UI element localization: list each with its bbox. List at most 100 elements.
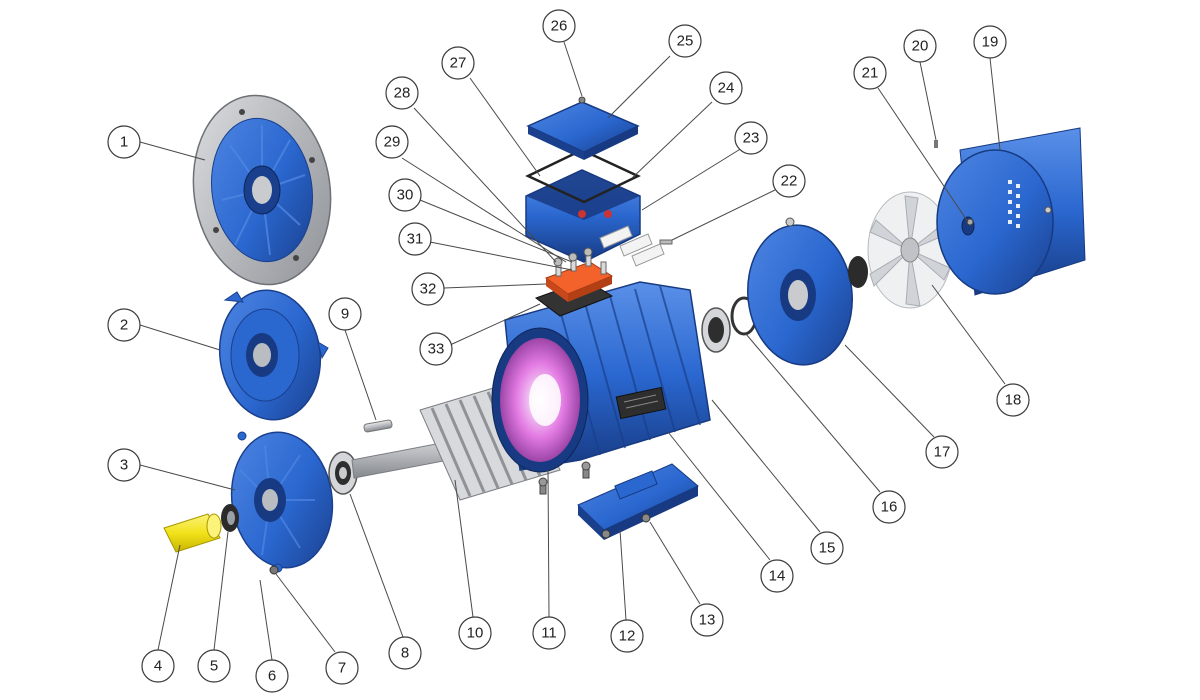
- part-5-seal-ring: [221, 504, 239, 532]
- callout-6: 6: [255, 659, 289, 693]
- leader-8: [349, 493, 404, 638]
- leader-4: [157, 544, 181, 651]
- leader-27: [469, 77, 541, 177]
- part-30-terminal-nuts: [553, 247, 593, 267]
- callout-27: 27: [441, 46, 475, 80]
- leader-2: [139, 324, 221, 351]
- part-12-mounting-foot: [577, 463, 699, 540]
- leader-11: [547, 469, 550, 618]
- callout-17: 17: [925, 435, 959, 469]
- part-23-terminal-box-base: [525, 169, 665, 267]
- leader-31: [429, 241, 573, 271]
- callout-9: 9: [328, 297, 362, 331]
- part-14-stator-housing: [491, 281, 711, 473]
- callout-1: 1: [107, 125, 141, 159]
- callout-label-9: 9: [341, 306, 349, 323]
- callout-19: 19: [973, 25, 1007, 59]
- leader-25: [607, 55, 671, 119]
- part-15-bearing: [701, 307, 731, 353]
- leader-20: [919, 61, 937, 141]
- callout-5: 5: [197, 649, 231, 683]
- callout-label-21: 21: [862, 65, 879, 82]
- callout-15: 15: [810, 531, 844, 565]
- callout-29: 29: [375, 125, 409, 159]
- callout-label-4: 4: [154, 658, 162, 675]
- part-8-bearing: [328, 451, 358, 495]
- leader-26: [563, 41, 583, 97]
- leader-24: [631, 101, 713, 179]
- part-24-terminal-box-gasket: [525, 148, 641, 204]
- callout-label-16: 16: [881, 499, 898, 516]
- leader-10: [454, 479, 474, 618]
- leader-12: [619, 529, 627, 621]
- part-11-bolts: [538, 461, 591, 495]
- leader-23: [641, 147, 743, 211]
- callout-label-3: 3: [120, 457, 128, 474]
- leader-13: [649, 521, 701, 605]
- callout-label-1: 1: [120, 134, 128, 151]
- callout-label-8: 8: [401, 645, 409, 662]
- part-21-washer: [966, 218, 974, 226]
- callout-7: 7: [325, 651, 359, 685]
- part-1-flange-shield: [192, 94, 332, 286]
- leader-14: [667, 431, 771, 561]
- callout-4: 4: [141, 649, 175, 683]
- callout-label-10: 10: [467, 625, 484, 642]
- callout-14: 14: [760, 559, 794, 593]
- part-9-key-pin: [363, 419, 393, 433]
- leader-6: [259, 579, 273, 661]
- part-26-lid-screw: [578, 96, 586, 104]
- callout-23: 23: [734, 121, 768, 155]
- leader-29: [401, 157, 567, 263]
- part-22-screw: [659, 239, 673, 245]
- callout-label-11: 11: [541, 625, 557, 642]
- part-25-terminal-box-lid: [526, 101, 640, 160]
- callout-label-28: 28: [394, 85, 411, 102]
- leader-15: [711, 399, 821, 533]
- callout-33: 33: [419, 332, 453, 366]
- callout-13: 13: [690, 603, 724, 637]
- part-17-rear-end-shield: [747, 217, 853, 366]
- callout-label-30: 30: [397, 187, 414, 204]
- callout-label-6: 6: [268, 668, 276, 685]
- leader-19: [989, 57, 1001, 151]
- callout-label-31: 31: [407, 231, 424, 248]
- leader-32: [443, 283, 547, 289]
- leader-7: [275, 573, 336, 653]
- callout-28: 28: [385, 76, 419, 110]
- callout-label-12: 12: [619, 628, 636, 645]
- part-20-screw: [934, 140, 938, 148]
- leader-9: [344, 329, 377, 421]
- callout-2: 2: [107, 308, 141, 342]
- callout-label-7: 7: [338, 660, 346, 677]
- callout-11: 11: [532, 616, 566, 650]
- part-2-end-shield: [218, 289, 329, 421]
- callout-label-19: 19: [982, 34, 999, 51]
- callout-label-26: 26: [551, 18, 568, 35]
- leader-22: [671, 189, 776, 241]
- leader-33: [449, 303, 541, 346]
- callout-20: 20: [903, 29, 937, 63]
- callout-30: 30: [388, 178, 422, 212]
- part-4-shaft-key: [163, 513, 222, 553]
- callout-label-25: 25: [677, 33, 694, 50]
- callout-32: 32: [411, 272, 445, 306]
- callout-label-22: 22: [781, 173, 798, 190]
- part-19-fan-cover: [936, 127, 1086, 296]
- callout-label-23: 23: [743, 130, 760, 147]
- callout-label-29: 29: [384, 134, 401, 151]
- callout-18: 18: [996, 383, 1030, 417]
- leader-lines: [139, 41, 1006, 661]
- part-7-bolt: [269, 565, 279, 575]
- callout-31: 31: [398, 222, 432, 256]
- callouts: 1 2 3 4 5 6 7 8 9 10 11 12 13 14 15 16 1…: [107, 9, 1030, 693]
- callout-3: 3: [107, 448, 141, 482]
- callout-label-5: 5: [210, 658, 218, 675]
- callout-label-15: 15: [819, 540, 836, 557]
- callout-10: 10: [458, 616, 492, 650]
- callout-16: 16: [872, 490, 906, 524]
- callout-label-17: 17: [934, 444, 951, 461]
- callout-22: 22: [772, 164, 806, 198]
